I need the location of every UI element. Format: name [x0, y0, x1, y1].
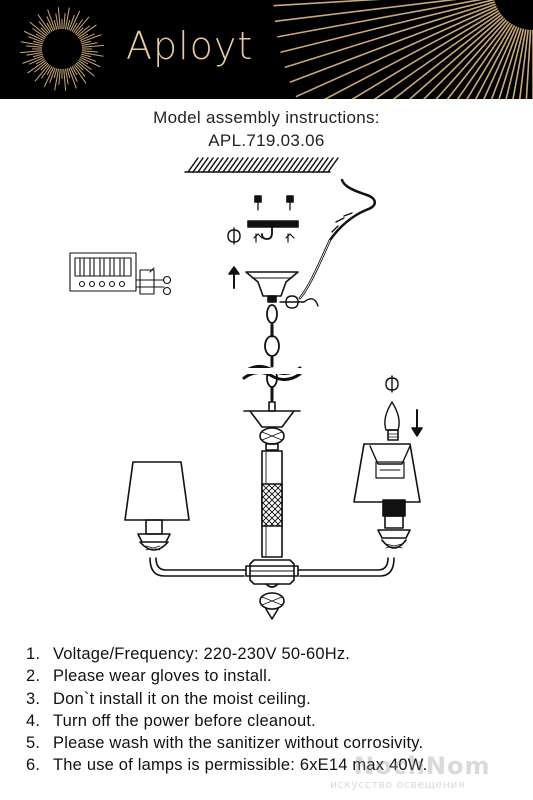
- list-item: 3.Don`t install it on the moist ceiling.: [26, 689, 311, 708]
- list-item: 6.The use of lamps is permissible: 6xE14…: [26, 756, 428, 775]
- model-number: APL.719.03.06: [208, 131, 325, 150]
- wiring-terminal-icon: [69, 252, 172, 296]
- document-title: Model assembly instructions:: [153, 108, 380, 127]
- brand-header: Aployt: [0, 0, 533, 99]
- mounting-bracket-icon: [247, 195, 299, 243]
- list-item: 1.Voltage/Frequency: 220-230V 50-60Hz.: [26, 645, 351, 663]
- lampshade-icon: [124, 461, 190, 551]
- assembly-diagram: [69, 157, 423, 620]
- watermark-tagline: искусство освещения: [330, 778, 466, 791]
- instructions-list: 1.Voltage/Frequency: 220-230V 50-60Hz. 2…: [26, 643, 427, 777]
- watermark-brand: NochNom: [354, 752, 491, 780]
- sunburst-logo-icon: [20, 0, 533, 99]
- list-item: 2.Please wear gloves to install.: [26, 667, 272, 686]
- list-item: 4.Turn off the power before cleanout.: [26, 711, 316, 730]
- ceiling-hatch-icon: [184, 157, 339, 173]
- brand-name: Aployt: [126, 24, 254, 68]
- arrow-down-icon: [411, 409, 423, 437]
- watermark: NochNom искусство освещения: [330, 752, 530, 791]
- screwdriver-icon: [227, 227, 399, 393]
- candle-bulb-icon: [384, 401, 400, 441]
- chain-icon: [264, 304, 280, 402]
- arrow-up-icon: [228, 266, 240, 289]
- lampshade-icon: [353, 443, 421, 549]
- list-item: 5.Please wash with the sanitizer without…: [26, 734, 424, 753]
